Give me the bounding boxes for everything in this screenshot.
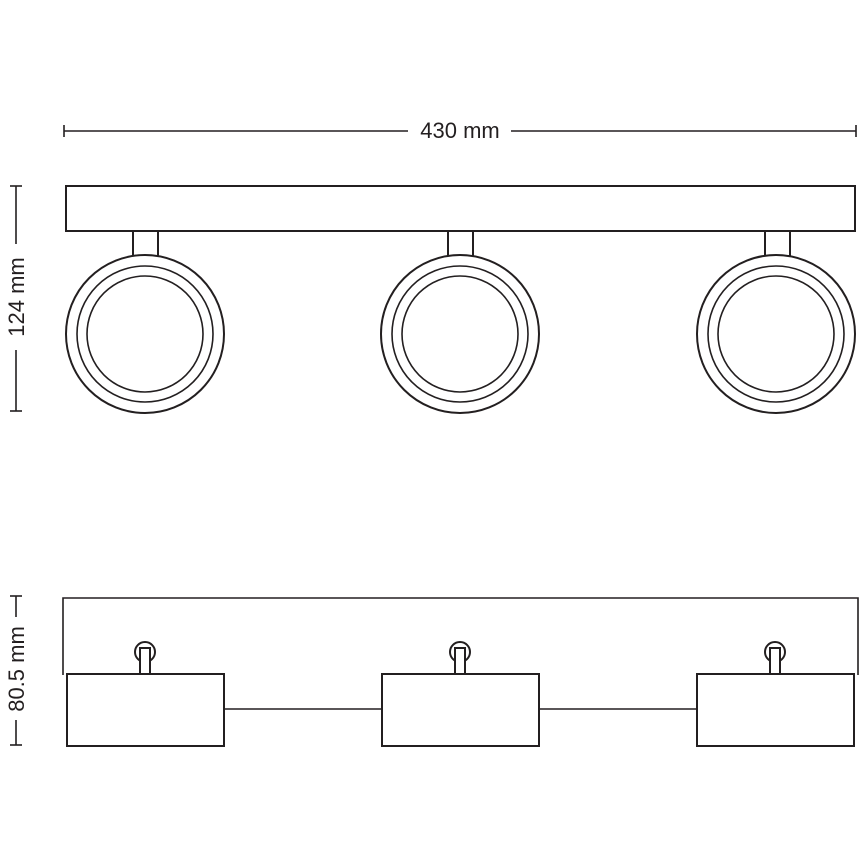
spot-outer-ring <box>696 254 856 414</box>
spot-middle-ring <box>707 265 845 403</box>
width-dimension-label: 430 mm <box>420 118 499 143</box>
spot-lens <box>86 275 204 393</box>
width-dimension: 430 mm <box>63 118 857 143</box>
depth-dimension-label: 80.5 mm <box>4 626 29 712</box>
front-view <box>65 185 856 414</box>
spot-stem <box>132 230 159 257</box>
front-spot-1 <box>65 230 225 414</box>
height-dimension-label: 124 mm <box>4 257 29 336</box>
pivot-arm <box>454 647 466 675</box>
spot-lens <box>401 275 519 393</box>
mounting-plate-top <box>62 597 859 675</box>
spot-lens <box>717 275 835 393</box>
pivot-arm <box>139 647 151 675</box>
spot-outer-ring <box>380 254 540 414</box>
spot-head <box>381 673 540 747</box>
top-spot-1 <box>66 641 225 747</box>
spot-head <box>696 673 855 747</box>
spot-middle-ring <box>391 265 529 403</box>
spot-stem <box>764 230 791 257</box>
spot-stem <box>447 230 474 257</box>
spot-middle-ring <box>76 265 214 403</box>
spot-outer-ring <box>65 254 225 414</box>
height-dimension: 124 mm <box>4 185 29 412</box>
top-view <box>62 597 859 747</box>
spot-head <box>66 673 225 747</box>
front-spot-2 <box>380 230 540 414</box>
pivot-arm <box>769 647 781 675</box>
mounting-rail-front <box>65 185 856 232</box>
depth-dimension: 80.5 mm <box>4 595 29 746</box>
top-spot-2 <box>381 641 540 747</box>
top-spot-3 <box>696 641 855 747</box>
front-spot-3 <box>696 230 856 414</box>
